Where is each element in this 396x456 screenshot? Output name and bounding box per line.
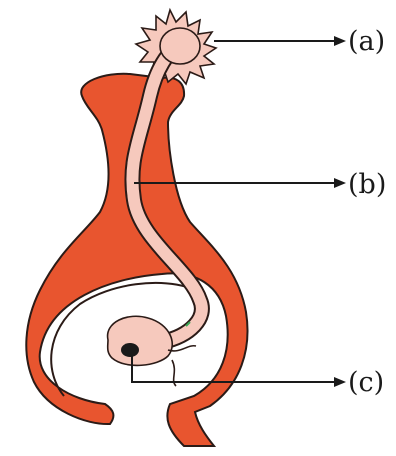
label-c-arrowhead bbox=[334, 377, 346, 387]
label-a: (a) bbox=[348, 26, 385, 57]
egg-nucleus bbox=[121, 343, 139, 357]
ovule-stalk bbox=[168, 346, 196, 386]
pollen-grain-body bbox=[160, 28, 200, 64]
label-b-arrowhead bbox=[334, 178, 346, 188]
label-c: (c) bbox=[348, 367, 384, 398]
label-b: (b) bbox=[348, 169, 386, 200]
label-a-arrowhead bbox=[334, 36, 346, 46]
ovule bbox=[108, 316, 173, 365]
